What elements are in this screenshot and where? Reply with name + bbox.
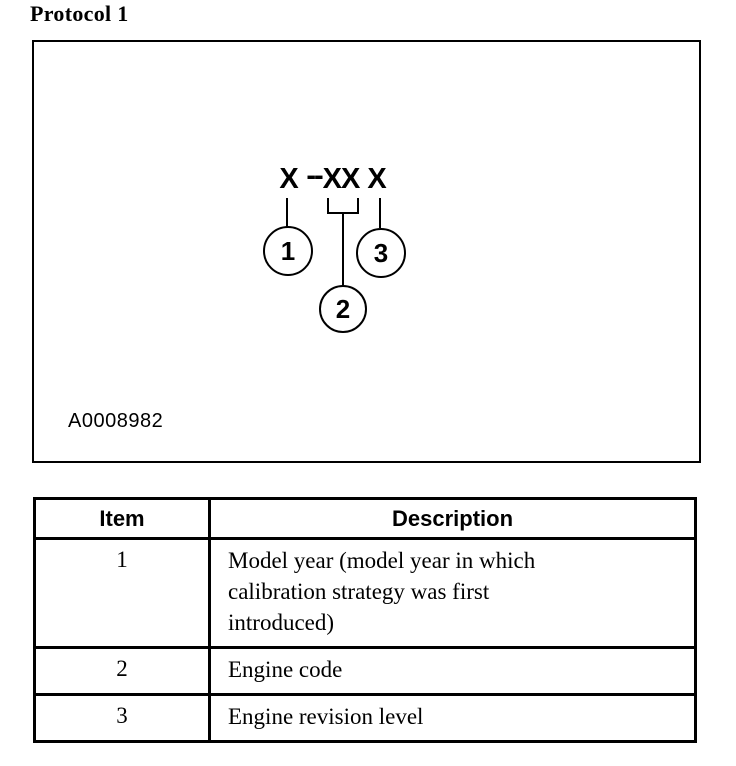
- callout-number-1: 1: [281, 236, 295, 266]
- item-description: Engine revision level: [208, 693, 697, 743]
- code-segment-last: X: [367, 163, 387, 195]
- callout-circle-2: [319, 285, 367, 333]
- item-number: 1: [33, 537, 211, 649]
- page-title: Protocol 1: [30, 1, 129, 26]
- table-row: 1 Model year (model year in which calibr…: [33, 537, 697, 649]
- callout-circle-1: [263, 226, 313, 276]
- table-row: 3 Engine revision level: [33, 693, 697, 743]
- item-number: 3: [33, 693, 211, 743]
- item-description: Engine code: [208, 646, 697, 696]
- code-segment-dash: --: [306, 160, 323, 192]
- figure-id-label: A0008982: [68, 410, 164, 432]
- table-row: 2 Engine code: [33, 646, 697, 696]
- item-number: 2: [33, 646, 211, 696]
- figure-box: X -- XX X 1 2 3 A0008982: [32, 40, 701, 463]
- callout-number-2: 2: [336, 294, 350, 324]
- item-description: Model year (model year in which calibrat…: [208, 537, 697, 649]
- legend-table: Item Description 1 Model year (model yea…: [33, 497, 697, 743]
- code-segment-middle: XX: [323, 163, 361, 195]
- code-segment-first: X: [279, 163, 299, 195]
- callout-number-3: 3: [374, 238, 388, 268]
- column-header-item: Item: [33, 497, 211, 540]
- table-header-row: Item Description: [33, 497, 697, 540]
- column-header-description: Description: [208, 497, 697, 540]
- callout-circle-3: [356, 228, 406, 278]
- bracket-callout-2: [327, 198, 359, 214]
- code-format-diagram: X -- XX X 1 2 3: [263, 160, 406, 333]
